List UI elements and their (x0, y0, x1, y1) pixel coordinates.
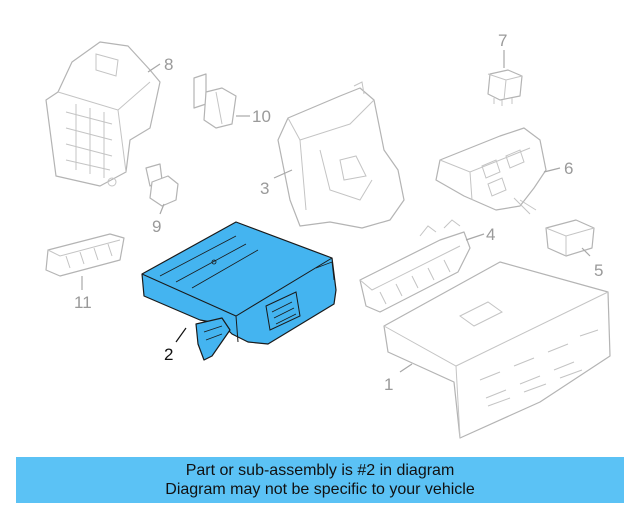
parts-diagram: 1 2 3 4 5 6 7 8 9 10 11 (45, 31, 611, 439)
part-6-relay-carrier[interactable] (435, 127, 547, 215)
callout-10[interactable]: 10 (252, 107, 271, 126)
leader-2 (175, 327, 187, 343)
callout-6[interactable]: 6 (564, 159, 573, 178)
part-2-control-module[interactable] (141, 221, 337, 361)
callout-8[interactable]: 8 (164, 55, 173, 74)
callout-1[interactable]: 1 (384, 375, 393, 394)
banner-line-part-number: Part or sub-assembly is #2 in diagram (185, 462, 455, 479)
callout-5[interactable]: 5 (594, 261, 603, 280)
info-banner: Part or sub-assembly is #2 in diagram Di… (16, 457, 624, 503)
part-9-fuse[interactable] (145, 163, 179, 207)
leader-1 (399, 363, 413, 373)
part-5-relay[interactable] (545, 219, 595, 257)
leader-6 (543, 167, 561, 173)
part-11-relay-holder[interactable] (45, 233, 125, 277)
leader-4 (465, 233, 485, 241)
part-1-fuse-relay-box[interactable] (383, 261, 611, 439)
leader-8 (147, 63, 161, 73)
callout-9[interactable]: 9 (152, 217, 161, 236)
leader-3 (273, 169, 293, 179)
callout-3[interactable]: 3 (260, 179, 269, 198)
part-7-relay[interactable] (487, 69, 523, 106)
part-10-fuse[interactable] (193, 73, 237, 129)
callout-7[interactable]: 7 (498, 31, 507, 50)
leader-5 (581, 247, 591, 257)
banner-line-disclaimer: Diagram may not be specific to your vehi… (165, 481, 475, 498)
callout-2[interactable]: 2 (164, 345, 173, 364)
part-4-connector-strip[interactable] (359, 219, 471, 313)
leader-9 (159, 203, 165, 215)
callout-11[interactable]: 11 (74, 293, 92, 312)
part-8-fuse-box[interactable] (45, 41, 161, 187)
part-3-bracket[interactable] (277, 81, 405, 229)
callout-4[interactable]: 4 (486, 225, 495, 244)
